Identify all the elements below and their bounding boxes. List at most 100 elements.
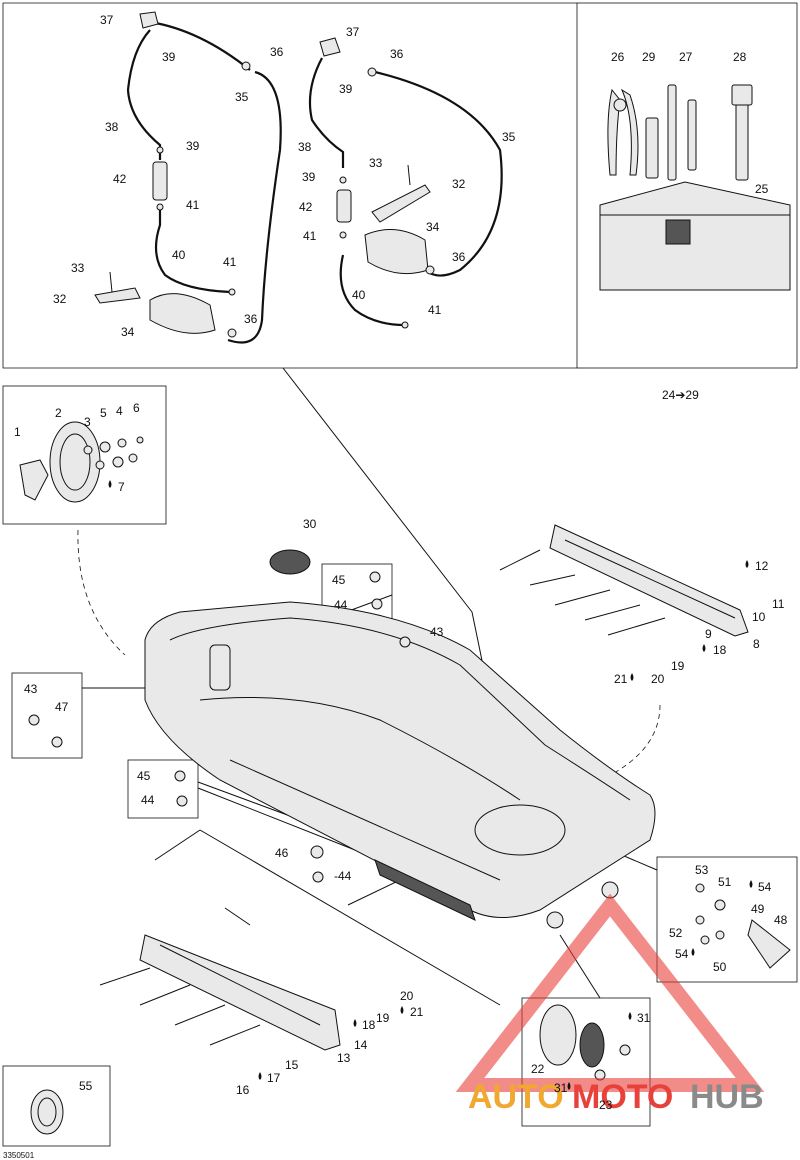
callout: 36	[270, 45, 284, 59]
callout: 34	[426, 220, 440, 234]
callout: 35	[502, 130, 516, 144]
callout: 39	[162, 50, 176, 64]
callout: 11	[772, 597, 785, 611]
callout: 37	[346, 25, 360, 39]
callout: 31	[637, 1011, 651, 1025]
callout: 42	[299, 200, 313, 214]
watermark-logo: AUTO MOTO HUB	[455, 893, 765, 1116]
callout: 29	[642, 50, 656, 64]
cap	[30, 1089, 64, 1135]
callout: 43	[24, 682, 38, 696]
callout: 40	[352, 288, 366, 302]
hatch-cover	[269, 549, 311, 575]
callout: 2	[55, 406, 62, 420]
callout: 4	[116, 404, 123, 418]
callout: 3	[84, 415, 91, 429]
callout: 43	[430, 625, 444, 639]
rub-rail-lower	[99, 907, 341, 1051]
callout: 41	[428, 303, 442, 317]
callout: 22	[531, 1062, 545, 1076]
callout: 20	[651, 672, 665, 686]
rub-rail-upper	[499, 524, 749, 637]
callout: 35	[235, 90, 249, 104]
callout: 45	[137, 769, 151, 783]
watermark-auto: AUTO	[468, 1078, 564, 1116]
fuel-system-right	[308, 37, 503, 329]
callout: 47	[55, 700, 69, 714]
callout: 27	[679, 50, 693, 64]
drain-plug	[539, 1004, 631, 1081]
callout: 51	[718, 875, 732, 889]
callout: 39	[186, 139, 200, 153]
watermark-triangle	[455, 893, 765, 1092]
callout: 16	[236, 1083, 250, 1097]
callout: 28	[733, 50, 747, 64]
callout: 37	[100, 13, 114, 27]
clips	[28, 571, 411, 883]
callout: -44	[334, 869, 352, 883]
callout: 13	[337, 1051, 351, 1065]
drop-markers	[108, 480, 753, 1090]
callout: 18	[362, 1018, 376, 1032]
fastener-detail	[695, 883, 791, 969]
callout: 36	[244, 312, 258, 326]
callout: 7	[118, 480, 125, 494]
callout: 21	[614, 672, 628, 686]
callout: 9	[705, 627, 712, 641]
kit-label: 24➔29	[662, 388, 699, 402]
callout: 8	[753, 637, 760, 651]
callout: 33	[369, 156, 383, 170]
tool-kit	[599, 84, 791, 291]
callout: 36	[390, 47, 404, 61]
fastener-detail-frame	[656, 856, 798, 983]
callout: 41	[303, 229, 317, 243]
callout: 39	[302, 170, 316, 184]
callout: 17	[267, 1071, 281, 1085]
callout: 21	[410, 1005, 424, 1019]
steering-detail-frame	[2, 385, 167, 525]
callout: 33	[71, 261, 85, 275]
callout: 15	[285, 1058, 299, 1072]
drain-plug-frame	[521, 997, 651, 1127]
callout: 31	[554, 1081, 568, 1095]
callout: 42	[113, 172, 127, 186]
callout: 23	[599, 1098, 613, 1112]
callout: 5	[100, 406, 107, 420]
steering-detail	[19, 421, 144, 503]
callout: 30	[303, 517, 317, 531]
callout: 19	[376, 1011, 390, 1025]
callout: 53	[695, 863, 709, 877]
callout: 36	[452, 250, 466, 264]
callout: 52	[669, 926, 683, 940]
callout: 40	[172, 248, 186, 262]
callout: 41	[186, 198, 200, 212]
callout: 50	[713, 960, 727, 974]
callout: 1	[14, 425, 21, 439]
callout: 38	[298, 140, 312, 154]
callout: 6	[133, 401, 140, 415]
fuel-system-frame	[2, 2, 577, 369]
callout: 55	[79, 1079, 93, 1093]
clip-detail-frame-c	[127, 759, 199, 819]
callout: 10	[752, 610, 766, 624]
fuel-system-left	[94, 11, 282, 344]
callout: 49	[751, 902, 765, 916]
callout: 12	[755, 559, 769, 573]
callout: 14	[354, 1038, 368, 1052]
callout: 44	[334, 598, 348, 612]
tool-kit-frame	[576, 2, 798, 369]
hull	[144, 601, 656, 929]
callout: 54	[675, 947, 689, 961]
callout: 34	[121, 325, 135, 339]
watermark-moto: MOTO	[572, 1078, 673, 1116]
watermark-hub: HUB	[690, 1078, 764, 1116]
callout: 32	[53, 292, 67, 306]
callout: 32	[452, 177, 466, 191]
callout: 48	[774, 913, 788, 927]
callout: 19	[671, 659, 685, 673]
clip-detail-frame-b	[11, 672, 83, 759]
callouts: 37 39 36 35 38 39 42 41 40 41 33 32 34 3…	[3, 13, 788, 1160]
callout: 38	[105, 120, 119, 134]
reference-code: 3350501	[3, 1151, 35, 1160]
